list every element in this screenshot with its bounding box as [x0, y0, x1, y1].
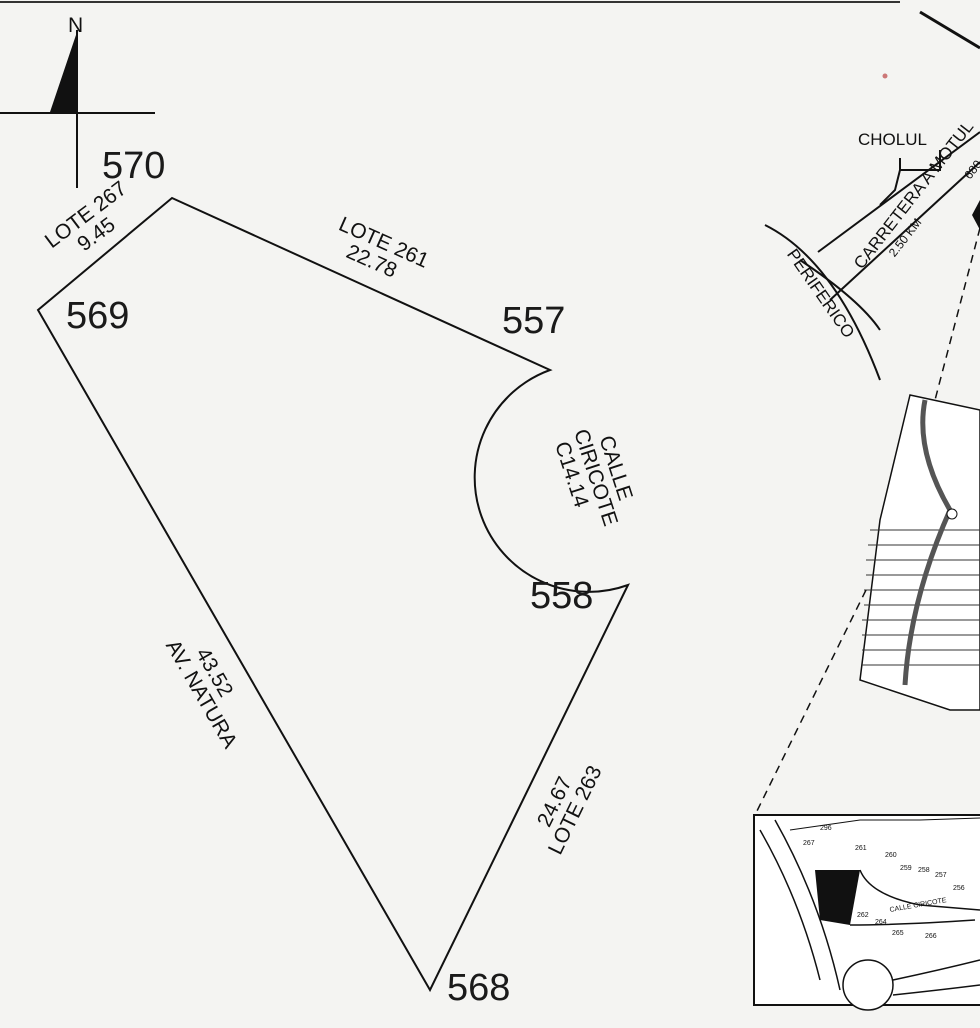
detail-lot-266: 266: [925, 933, 937, 940]
detail-lot-257: 257: [935, 872, 947, 879]
vertex-558: 558: [530, 575, 593, 617]
detail-map: CALLE CIRICOTE 296 267 261 260 259 258 2…: [753, 814, 980, 1011]
detail-lot-262: 262: [857, 912, 869, 919]
vertex-570: 570: [102, 145, 165, 187]
vertex-568: 568: [447, 967, 510, 1009]
town-label: CHOLUL: [858, 130, 927, 149]
detail-lot-258: 258: [918, 867, 930, 874]
detail-lot-265: 265: [892, 930, 904, 937]
north-arrow-icon: N: [0, 14, 155, 188]
subdivision-overview: [754, 394, 980, 816]
north-label: N: [68, 14, 83, 37]
location-map: CHOLUL CARRETERA A MOTUL 2.50 KM 680 PER…: [764, 10, 980, 401]
vertex-557: 557: [502, 300, 565, 342]
detail-lot-264: 264: [875, 919, 887, 926]
road-number-label: 680: [961, 157, 980, 182]
detail-lot-267: 267: [803, 840, 815, 847]
lot-boundary: [36, 196, 630, 993]
detail-lot-260: 260: [885, 852, 897, 859]
vertex-569: 569: [66, 295, 129, 337]
detail-lot-259: 259: [900, 865, 912, 872]
detail-lot-261: 261: [855, 845, 867, 852]
detail-lot-296: 296: [820, 825, 832, 832]
ring-road-label: PERIFERICO: [783, 245, 858, 341]
detail-lot-256: 256: [953, 885, 965, 892]
